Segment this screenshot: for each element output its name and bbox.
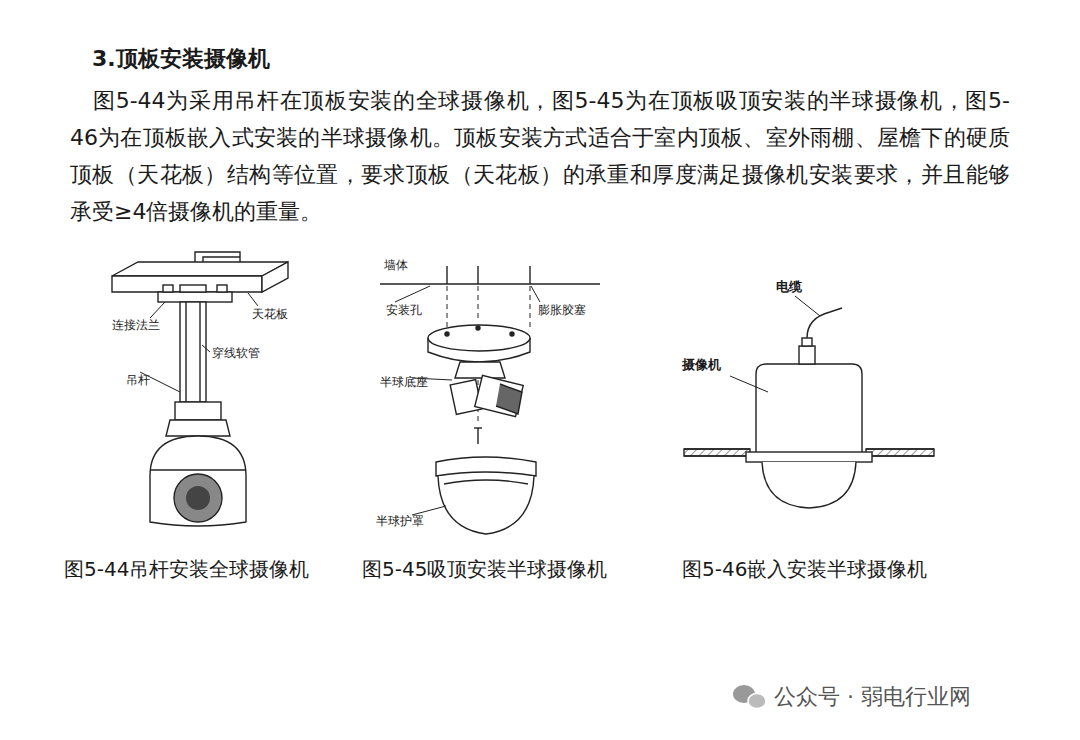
part-label: 连接法兰 <box>112 318 160 332</box>
section-heading: 3.顶板安装摄像机 <box>92 46 270 72</box>
part-label: 安装孔 <box>386 303 422 317</box>
flush-dome-figure <box>684 296 934 508</box>
part-label: 半球护罩 <box>376 514 424 528</box>
part-label: 膨胀胶塞 <box>538 303 586 317</box>
surface-dome-figure <box>380 266 600 534</box>
part-label: 电缆 <box>776 279 802 295</box>
part-label: 天花板 <box>252 307 288 321</box>
figure-caption: 图5-45吸顶安装半球摄像机 <box>362 557 607 581</box>
watermark: 公众号 · 弱电行业网 <box>774 684 971 710</box>
figure-caption: 图5-44吊杆安装全球摄像机 <box>64 557 309 581</box>
figure-caption: 图5-46嵌入安装半球摄像机 <box>682 557 927 581</box>
part-label: 墙体 <box>384 258 408 272</box>
part-label: 穿线软管 <box>212 346 260 360</box>
part-label: 半球底座 <box>380 375 428 389</box>
pendant-camera-figure <box>112 252 288 526</box>
body-paragraph: 图5-44为采用吊杆在顶板安装的全球摄像机，图5-45为在顶板吸顶安装的半球摄像… <box>70 82 1010 230</box>
wechat-icon <box>733 685 766 709</box>
part-label: 吊杆 <box>126 373 150 387</box>
part-label: 摄像机 <box>682 357 721 373</box>
